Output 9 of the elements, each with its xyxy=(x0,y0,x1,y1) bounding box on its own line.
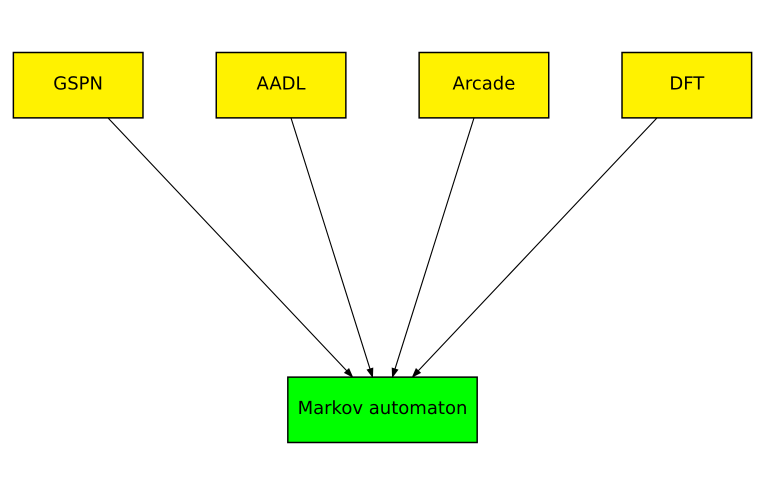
node-box: Arcade xyxy=(418,52,550,119)
node-box: Markov automaton xyxy=(287,376,478,444)
arrow xyxy=(108,118,354,378)
arrow xyxy=(412,118,658,378)
arrow xyxy=(290,118,374,378)
node-box: AADL xyxy=(216,52,347,119)
node-box: DFT xyxy=(621,52,752,119)
arrow xyxy=(392,118,474,378)
node-box: GSPN xyxy=(12,52,144,119)
